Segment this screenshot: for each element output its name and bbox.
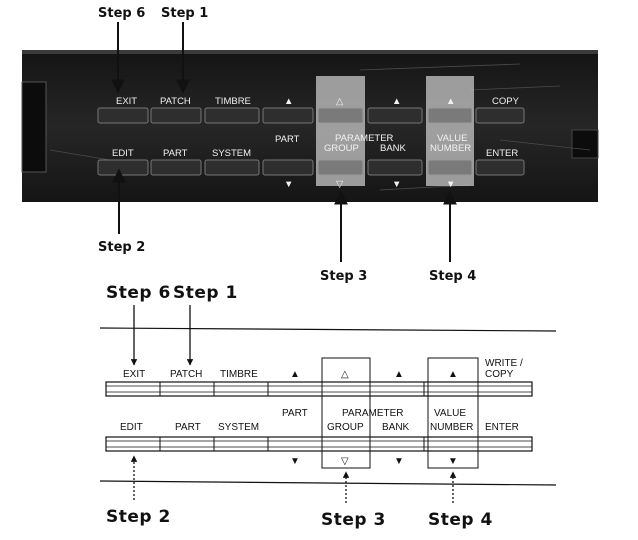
step6-label: Step 6 (98, 6, 145, 21)
number-down-button[interactable] (427, 159, 473, 176)
up-arrow-icon: ▲ (284, 96, 293, 107)
panel-line-diagram: EXIT PATCH TIMBRE ▲ △ ▲ ▲ WRITE / COPY P… (99, 327, 557, 486)
diagram-step6-label: Step 6 (106, 283, 171, 303)
enter-label: ENTER (486, 148, 518, 159)
number-up-button[interactable] (427, 107, 473, 124)
diagram-edit-label: EDIT (120, 422, 143, 433)
synth-panel-photo: EXIT PATCH TIMBRE ▲ △ ▲ ▲ COPY PART PARA… (21, 50, 599, 202)
part-button[interactable] (150, 159, 202, 176)
group-up-button[interactable] (317, 107, 364, 124)
diagram-number-label: NUMBER (430, 422, 473, 433)
down-outline-arrow-icon: ▽ (336, 179, 344, 190)
diagram-step1-label: Step 1 (173, 283, 238, 303)
edit-button[interactable] (97, 159, 149, 176)
value-number-outline (427, 357, 479, 469)
copy-label: COPY (492, 96, 520, 107)
number-label: NUMBER (430, 143, 471, 154)
system-label: SYSTEM (212, 148, 251, 159)
parameter-label: PARAMETER (335, 133, 394, 144)
part-up-button[interactable] (262, 107, 314, 124)
diagram-down-outline-arrow-icon: ▽ (341, 456, 349, 467)
system-button[interactable] (204, 159, 260, 176)
step3-label: Step 3 (320, 269, 367, 284)
step2-label: Step 2 (98, 240, 145, 255)
diagram-write-label: WRITE / (485, 358, 523, 369)
diagram-part-label-bottom: PART (175, 422, 201, 433)
exit-label: EXIT (116, 96, 137, 107)
diagram-up-arrow-icon-3: ▲ (448, 369, 458, 380)
bank-down-button[interactable] (367, 159, 423, 176)
diagram-up-arrow-icon: ▲ (290, 369, 300, 380)
down-arrow-icon-2: ▼ (392, 179, 401, 190)
step4-label: Step 4 (429, 269, 476, 284)
bottom-button-strip (105, 436, 533, 452)
group-down-button[interactable] (317, 159, 364, 176)
up-outline-arrow-icon: △ (336, 96, 344, 107)
exit-button[interactable] (97, 107, 149, 124)
panel-background (22, 50, 598, 202)
part-label: PART (275, 134, 300, 145)
display-window (21, 81, 47, 173)
down-arrow-icon: ▼ (284, 179, 293, 190)
diagram-down-arrow-icon-3: ▼ (448, 456, 458, 467)
up-arrow-icon-2: ▲ (392, 96, 401, 107)
diagram-value-label: VALUE (434, 408, 466, 419)
diagram-step3-label: Step 3 (321, 510, 386, 530)
diagram-enter-label: ENTER (485, 422, 519, 433)
diagram-exit-label: EXIT (123, 369, 145, 380)
part-down-button[interactable] (262, 159, 314, 176)
group-label: GROUP (324, 143, 359, 154)
diagram-system-label: SYSTEM (218, 422, 259, 433)
patch-label: PATCH (160, 96, 191, 107)
edit-label: EDIT (112, 148, 134, 159)
bank-label: BANK (380, 143, 407, 154)
timbre-label: TIMBRE (215, 96, 251, 107)
diagram-patch-label: PATCH (170, 369, 202, 380)
copy-button[interactable] (475, 107, 525, 124)
value-label: VALUE (437, 133, 467, 144)
up-arrow-icon-3: ▲ (446, 96, 455, 107)
parameter-group-outline (321, 357, 371, 469)
diagram-part-label: PART (282, 408, 308, 419)
patch-button[interactable] (150, 107, 202, 124)
bank-up-button[interactable] (367, 107, 423, 124)
diagram-up-outline-arrow-icon: △ (341, 369, 349, 380)
top-button-strip (105, 381, 533, 397)
diagram-step4-label: Step 4 (428, 510, 493, 530)
diagram-step2-label: Step 2 (106, 507, 171, 527)
diagram-group-label: GROUP (327, 422, 364, 433)
diagram-down-arrow-icon-2: ▼ (394, 456, 404, 467)
timbre-button[interactable] (204, 107, 260, 124)
diagram-parameter-label: PARAMETER (342, 408, 404, 419)
diagram-copy-label: COPY (485, 369, 514, 380)
diagram-down-arrow-icon: ▼ (290, 456, 300, 467)
diagram-timbre-label: TIMBRE (220, 369, 258, 380)
down-arrow-icon-3: ▼ (446, 179, 455, 190)
part-label-bottom: PART (163, 148, 188, 159)
enter-button[interactable] (475, 159, 525, 176)
diagram-bank-label: BANK (382, 422, 410, 433)
step1-label: Step 1 (161, 6, 208, 21)
diagram-up-arrow-icon-2: ▲ (394, 369, 404, 380)
